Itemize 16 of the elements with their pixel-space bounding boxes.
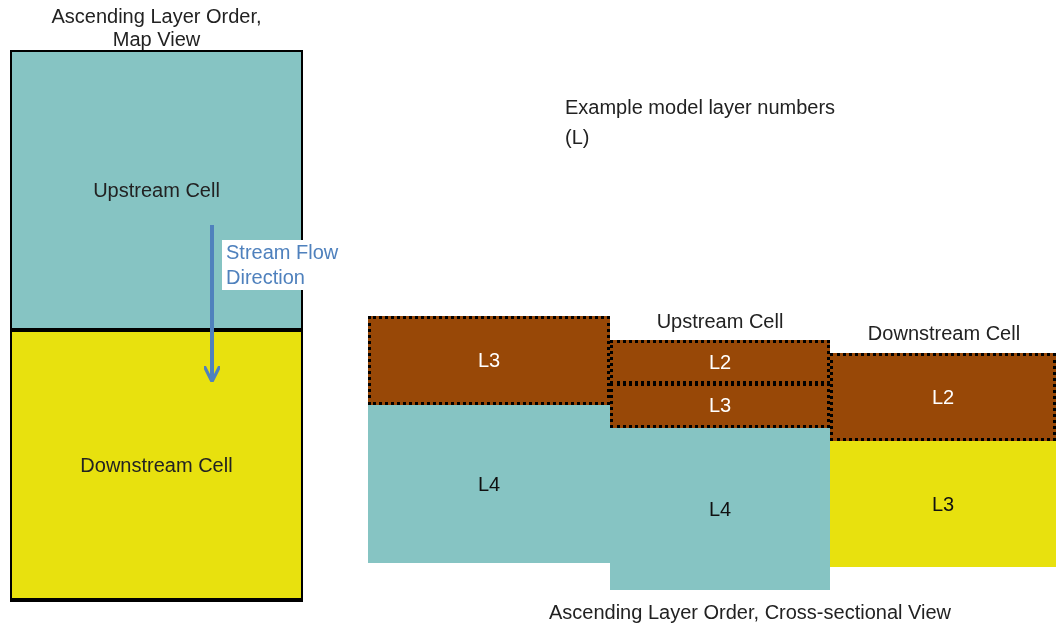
- layer-block: L4: [368, 405, 610, 563]
- layer-block: L3: [610, 383, 830, 428]
- layer-block: L3: [830, 441, 1056, 567]
- column-heading: Upstream Cell: [656, 310, 784, 333]
- node-label: L4: [708, 497, 732, 520]
- layer-block: L2: [830, 353, 1056, 441]
- view-title: Ascending Layer Order, Map View: [50, 5, 263, 51]
- layer-block: L3: [368, 316, 610, 405]
- note-text: Example model layer numbers (L): [565, 95, 837, 150]
- map-cell: Downstream Cell: [10, 330, 303, 600]
- layer-block: L2: [610, 340, 830, 384]
- column-heading: Downstream Cell: [867, 322, 1021, 345]
- view-title: Ascending Layer Order, Cross-sectional View: [547, 600, 952, 625]
- layer-block: L4: [610, 428, 830, 590]
- arrow: [202, 225, 222, 384]
- node-label: L4: [477, 472, 501, 495]
